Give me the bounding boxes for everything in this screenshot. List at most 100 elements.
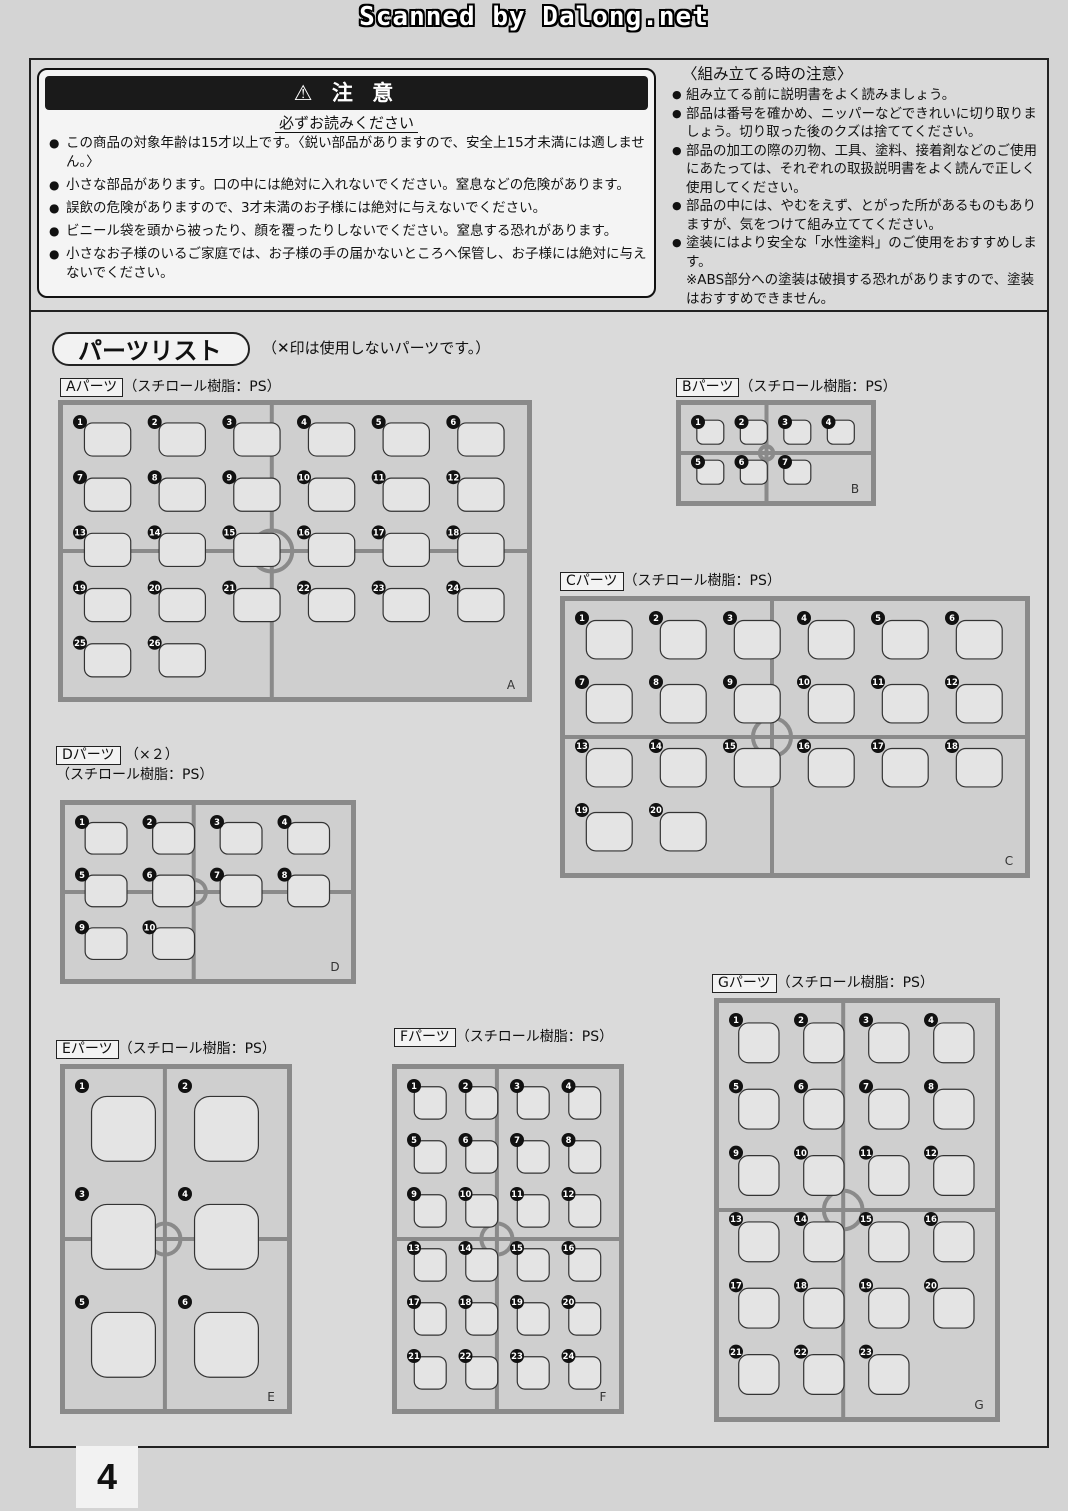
- part-shape: [733, 619, 781, 660]
- part-shape: [233, 422, 281, 457]
- part-number: 15: [224, 528, 236, 538]
- part-number: 16: [298, 528, 310, 538]
- part-shape: [516, 1248, 550, 1282]
- part-number: 26: [149, 638, 161, 648]
- part-number: 4: [182, 1189, 188, 1199]
- assembly-item: 部品の中には、やむをえず、とがった所があるものもありますが、気をつけて組み立てて…: [672, 197, 1040, 234]
- part-marker: [945, 739, 959, 753]
- part-number: 3: [727, 613, 733, 623]
- part-number: 18: [946, 741, 958, 751]
- part-marker: [371, 415, 386, 429]
- part-number: 9: [79, 922, 85, 932]
- part-shape: [465, 1356, 499, 1390]
- part-shape: [868, 1022, 910, 1064]
- part-shape: [881, 683, 929, 724]
- part-shape: [84, 821, 128, 855]
- part-marker: [222, 470, 237, 485]
- part-marker: [561, 1295, 576, 1309]
- assembly-item: 部品は番号を確かめ、ニッパーなどできれいに切り取りましょう。切り取った後のクズは…: [672, 105, 1040, 142]
- part-marker: [945, 675, 959, 689]
- part-shape: [307, 477, 356, 512]
- part-shape: [585, 619, 633, 660]
- part-number: 16: [563, 1243, 575, 1253]
- part-marker: [75, 1187, 89, 1201]
- caution-title: ⚠ 注 意: [45, 76, 648, 110]
- part-shape: [457, 422, 505, 457]
- part-shape: [413, 1140, 447, 1174]
- part-number: 22: [795, 1347, 807, 1357]
- runner-ring: [757, 444, 776, 462]
- part-number: 23: [373, 583, 385, 593]
- part-marker: [924, 1145, 938, 1160]
- plate-letter: A: [507, 678, 516, 692]
- part-number: 21: [224, 583, 236, 593]
- part-shape: [158, 477, 207, 512]
- part-marker: [446, 415, 461, 429]
- part-marker: [729, 1013, 743, 1027]
- part-shape: [807, 747, 855, 788]
- part-shape: [807, 619, 855, 660]
- part-marker: [871, 611, 885, 625]
- part-marker: [458, 1295, 473, 1309]
- part-number: 4: [928, 1015, 934, 1025]
- part-shape: [152, 821, 196, 855]
- part-marker: [147, 525, 162, 540]
- part-number: 12: [946, 677, 958, 687]
- part-marker: [147, 635, 162, 650]
- plate-letter: F: [600, 1390, 607, 1404]
- plate-label-d-material: （スチロール樹脂：PS）: [56, 767, 214, 783]
- part-marker: [73, 580, 87, 595]
- part-shape: [568, 1248, 602, 1282]
- part-marker: [859, 1079, 873, 1094]
- part-shape: [933, 1287, 975, 1329]
- part-shape: [807, 683, 855, 724]
- page-number: 4: [76, 1446, 138, 1508]
- caution-item: 小さな部品があります。口の中には絶対に入れないでください。窒息などの危険がありま…: [49, 176, 649, 195]
- part-marker: [723, 739, 737, 753]
- part-marker: [821, 415, 836, 429]
- part-marker: [210, 867, 224, 882]
- part-shape: [881, 747, 929, 788]
- part-shape: [193, 1203, 259, 1270]
- part-marker: [510, 1295, 524, 1309]
- part-shape: [413, 1086, 447, 1120]
- part-shape: [659, 747, 707, 788]
- part-marker: [458, 1187, 473, 1201]
- part-shape: [738, 1354, 780, 1396]
- part-number: 21: [730, 1347, 742, 1357]
- part-number: 4: [801, 613, 807, 623]
- part-number: 20: [149, 583, 161, 593]
- part-marker: [691, 455, 705, 469]
- part-number: 15: [860, 1214, 872, 1224]
- plate-letter: G: [974, 1398, 983, 1412]
- part-marker: [73, 525, 87, 540]
- part-shape: [803, 1022, 845, 1064]
- part-shape: [868, 1088, 910, 1130]
- part-number: 4: [826, 417, 832, 427]
- plate-letter: B: [851, 482, 859, 496]
- part-marker: [297, 415, 311, 429]
- part-marker: [297, 580, 311, 595]
- part-marker: [73, 415, 87, 429]
- part-number: 3: [79, 1189, 85, 1199]
- part-marker: [458, 1349, 473, 1363]
- part-shape: [568, 1140, 602, 1174]
- part-shape: [193, 1095, 259, 1162]
- part-shape: [382, 477, 430, 512]
- part-shape: [413, 1302, 447, 1336]
- part-marker: [729, 1212, 743, 1226]
- part-shape: [465, 1086, 499, 1120]
- part-shape: [84, 874, 128, 908]
- part-shape: [568, 1086, 602, 1120]
- part-shape: [413, 1248, 447, 1282]
- part-marker: [723, 611, 737, 625]
- part-marker: [75, 1295, 89, 1309]
- part-marker: [510, 1133, 524, 1147]
- part-shape: [868, 1287, 910, 1329]
- part-marker: [75, 920, 89, 935]
- part-number: 17: [872, 741, 884, 751]
